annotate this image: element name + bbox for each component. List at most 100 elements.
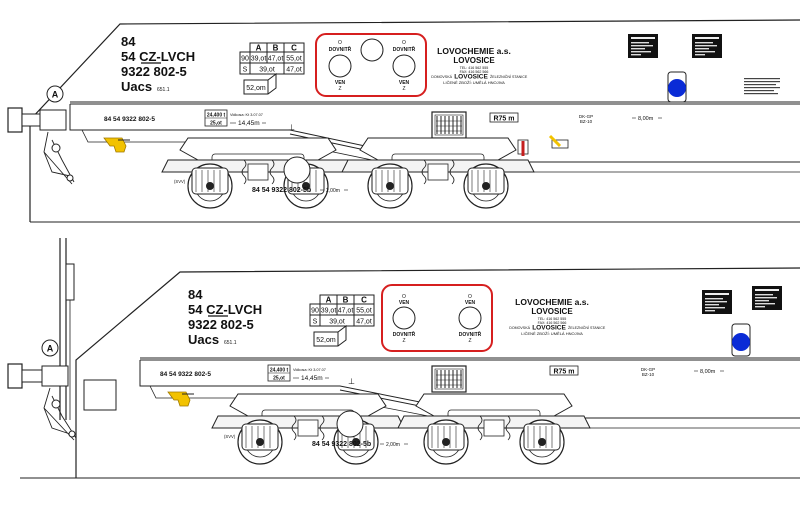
wagon-1-placard-left [628,34,658,58]
svg-text:LOVOSICE: LOVOSICE [532,325,566,332]
svg-text:R75 m: R75 m [493,116,514,123]
wagon-2-id-line-4: Uacs [188,332,219,347]
svg-text:39,ot: 39,ot [321,308,337,315]
svg-text:R75 m: R75 m [553,369,574,376]
wagon-1-company: LOVOCHEMIE a.s. LOVOSICE TEL: 416 562 55… [431,46,528,85]
svg-text:ŽELEZNIČNÍ STANICE: ŽELEZNIČNÍ STANICE [490,74,528,79]
wagon-2-brake-code-2: BZ-10 [642,372,655,377]
wagon-1-id-line-4: Uacs [121,79,152,94]
wagon-2-number-left: 84 54 9322 802-5 [160,371,211,378]
wagon-1-id-line-3: 9322 802-5 [121,64,187,79]
wagon-1-id-line-2: 54 CZ-LVCH [121,49,195,64]
wagon-2-id-line-2: 54 CZ-LVCH [188,302,262,317]
wagon-1-length: 14,45m [230,120,266,127]
wagon-1-buffer [7,107,75,185]
wagon-1: A 84 54 CZ-LVCH 9322 802-5 Uacs 651.1 A … [7,19,800,223]
svg-text:LOVOSICE: LOVOSICE [531,307,573,316]
svg-text:2,00m: 2,00m [326,188,340,194]
svg-text:24,400 t: 24,400 t [207,113,226,119]
svg-text:55,ot: 55,ot [286,56,302,63]
svg-text:39,ot: 39,ot [251,56,267,63]
svg-text:LOVOCHEMIE a.s.: LOVOCHEMIE a.s. [437,46,511,56]
wagon-1-uacs-suffix: 651.1 [157,87,170,93]
svg-text:47,ot: 47,ot [286,67,302,74]
svg-text:52,om: 52,om [316,337,336,344]
svg-text:S: S [243,67,248,74]
svg-text:VEN: VEN [399,300,410,306]
wagon-2-frame [139,357,800,423]
svg-text:55,ot: 55,ot [356,308,372,315]
svg-text:Z: Z [468,338,471,344]
wagon-2-id-line-1: 84 [188,287,203,302]
wagon-1-id-line-1: 84 [121,34,136,49]
svg-text:ŽELEZNIČNÍ STANICE: ŽELEZNIČNÍ STANICE [568,325,606,330]
svg-text:LIČENÉ ZBOŽÍ: UMĚLÁ HNOJIVA: LIČENÉ ZBOŽÍ: UMĚLÁ HNOJIVA [443,80,505,85]
wagon-1-bogie-number: 84 54 9322 802-5b [252,187,311,194]
wagon-1-coupler-hook [103,137,130,153]
wagon-2-centre-pivot [336,410,364,438]
wagon-1-bogie-right [341,137,535,209]
wagon-2-load-table: A B C 90 39,ot 47,ot 55,ot S 39,ot 47,ot [309,294,375,327]
wagon-1-brake-dist: 8,00m [632,116,662,122]
wagon-1-bogie-left [161,137,355,209]
wagon-2-bogie-left [211,393,405,465]
wagon-1-radius-box: R75 m [489,112,519,123]
svg-text:LIČENÉ ZBOŽÍ: UMĚLÁ HNOJIVA: LIČENÉ ZBOŽÍ: UMĚLÁ HNOJIVA [521,331,583,336]
wagon-1-tee-mark: ⊥ [288,123,295,132]
svg-text:DOVNITŘ: DOVNITŘ [393,45,416,53]
wagon-2-tee-mark: ⊥ [348,377,355,386]
svg-text:90: 90 [241,56,249,63]
wagon-1-revision: Vidkosa: Kt 3.07.07 [230,113,263,117]
svg-text:VEN: VEN [335,80,346,86]
svg-text:25,ot: 25,ot [210,121,222,127]
svg-text:DOMOVSKÁ: DOMOVSKÁ [509,326,530,330]
wagon-1-frame [69,101,800,167]
wagon-1-svv: (SVV) [174,179,186,184]
svg-text:TEL: 416 562 555: TEL: 416 562 555 [538,317,567,321]
svg-text:S: S [313,319,318,326]
svg-text:47,ot: 47,ot [356,319,372,326]
wagon-2-axle-dist: 2,00m [380,442,408,448]
wagon-2-capacity: 52,om [313,325,347,347]
wagon-1-brake-code-2: BZ-10 [580,119,593,124]
svg-text:TEL: 416 562 555: TEL: 416 562 555 [460,66,489,70]
wagon-1-brake-code-1: DK-GP [579,114,593,119]
wagon-2-bogie-right [397,393,591,465]
wagon-1-body [29,19,800,222]
svg-text:2,00m: 2,00m [386,442,400,448]
wagon-2-coupler-hook [167,391,194,407]
wagon-2-svv: (SVV) [224,434,236,439]
svg-text:LOVOCHEMIE a.s.: LOVOCHEMIE a.s. [515,297,589,307]
wagon-1-load-table: A B C 90 39,ot 47,ot 55,ot S 39,ot 47,ot [239,42,305,75]
svg-text:DOVNITŘ: DOVNITŘ [459,330,482,338]
svg-text:14,45m: 14,45m [301,375,323,382]
wagon-1-small-notice [744,78,780,95]
svg-text:FAX: 416 562 566: FAX: 416 562 566 [538,321,567,325]
svg-text:O: O [468,294,472,300]
wagon-2-grille [431,365,467,393]
svg-text:C: C [361,296,367,305]
svg-text:14,45m: 14,45m [238,120,260,127]
wagon-2-uacs-suffix: 651.1 [224,340,237,346]
svg-text:A: A [326,296,332,305]
svg-text:90: 90 [311,308,319,315]
wagon-2-body [75,267,800,478]
svg-text:LOVOSICE: LOVOSICE [454,74,488,81]
wagon-2-company: LOVOCHEMIE a.s. LOVOSICE TEL: 416 562 55… [509,297,606,336]
wagon-2-id-line-3: 9322 802-5 [188,317,254,332]
svg-text:DOVNITŘ: DOVNITŘ [329,45,352,53]
wagon-2-brake-dist: 8,00m [694,369,724,375]
svg-text:O: O [338,40,342,46]
svg-text:DOMOVSKÁ: DOMOVSKÁ [431,75,452,79]
svg-text:VEN: VEN [465,300,476,306]
svg-text:52,om: 52,om [246,85,266,92]
svg-text:8,00m: 8,00m [700,369,716,375]
wagon-1-capacity: 52,om [243,73,277,95]
wagon-2-placard-left [702,290,732,314]
wagon-2-bogie-number: 84 54 9322 802-5b [312,441,371,448]
wagon-1-lamp [667,71,687,103]
wagon-1-grille [431,111,467,139]
svg-text:39,ot: 39,ot [259,67,275,74]
svg-text:39,ot: 39,ot [329,319,345,326]
